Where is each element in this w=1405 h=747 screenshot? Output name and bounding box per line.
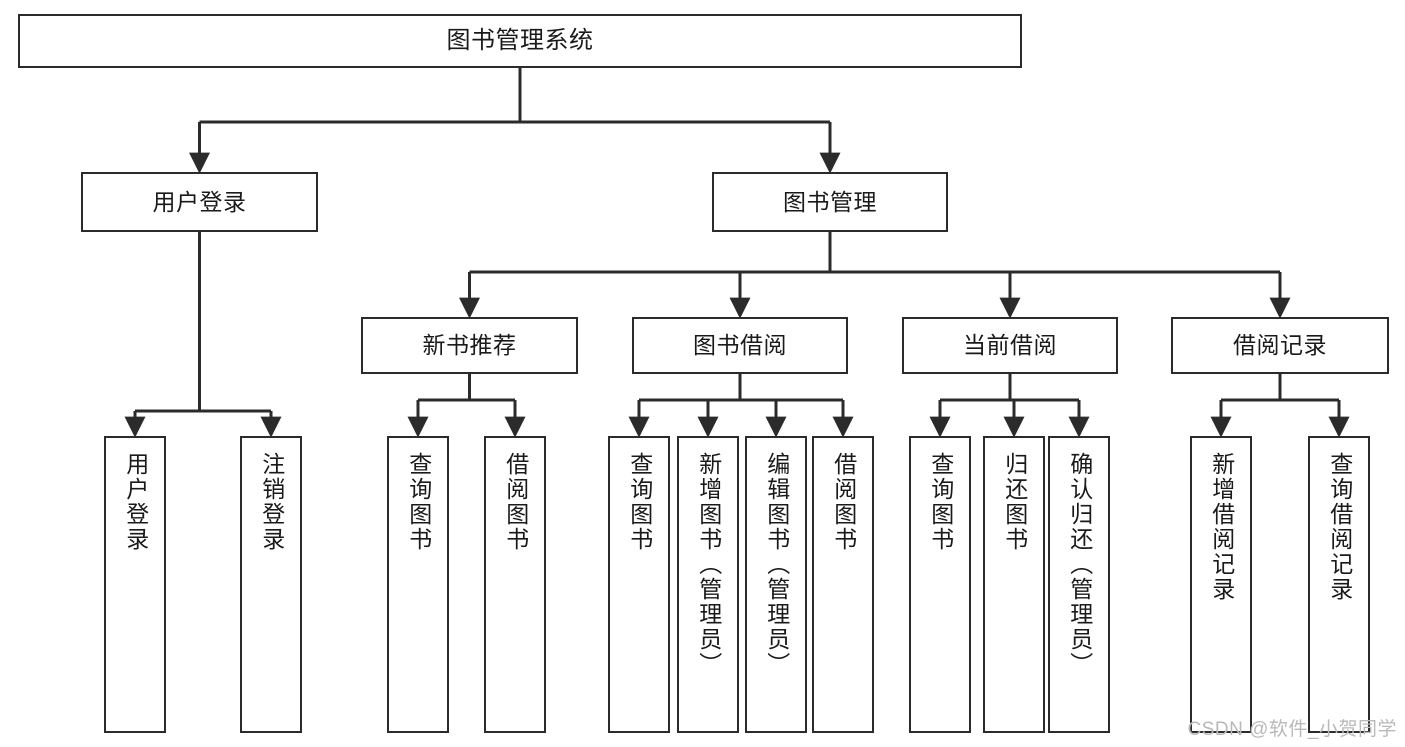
node-label: 用户登录 — [122, 452, 149, 552]
node-label: 确认归还（管理员） — [1066, 452, 1093, 677]
node-l-logout[interactable]: 注销登录 — [240, 436, 302, 733]
node-label: 图书管理系统 — [446, 27, 594, 55]
node-records[interactable]: 借阅记录 — [1171, 317, 1389, 374]
node-label: 注销登录 — [258, 452, 285, 552]
node-label: 新增图书（管理员） — [695, 452, 722, 677]
node-borrow[interactable]: 图书借阅 — [632, 317, 848, 374]
node-label: 查询借阅记录 — [1326, 452, 1353, 602]
node-l-edit[interactable]: 编辑图书（管理员） — [745, 436, 807, 733]
node-bookmgmt[interactable]: 图书管理 — [712, 172, 948, 232]
node-label: 图书借阅 — [693, 332, 787, 359]
node-l-query2[interactable]: 查询图书 — [608, 436, 670, 733]
node-l-addrec[interactable]: 新增借阅记录 — [1190, 436, 1252, 733]
node-label: 图书管理 — [783, 188, 877, 215]
node-newbook[interactable]: 新书推荐 — [361, 317, 578, 374]
node-label: 借阅图书 — [502, 452, 529, 552]
node-label: 借阅记录 — [1233, 332, 1327, 359]
node-l-query1[interactable]: 查询图书 — [387, 436, 449, 733]
node-label: 新增借阅记录 — [1208, 452, 1235, 602]
node-label: 查询图书 — [927, 452, 954, 552]
node-label: 查询图书 — [405, 452, 432, 552]
node-label: 查询图书 — [626, 452, 653, 552]
node-label: 用户登录 — [152, 188, 247, 215]
node-current[interactable]: 当前借阅 — [902, 317, 1118, 374]
node-root[interactable]: 图书管理系统 — [18, 14, 1022, 68]
watermark: CSDN @软件_小贺同学 — [1187, 719, 1397, 740]
node-l-confirm[interactable]: 确认归还（管理员） — [1048, 436, 1110, 733]
node-label: 编辑图书（管理员） — [763, 452, 790, 677]
node-l-login[interactable]: 用户登录 — [104, 436, 166, 733]
node-l-add[interactable]: 新增图书（管理员） — [677, 436, 739, 733]
node-label: 当前借阅 — [963, 332, 1057, 359]
node-l-return[interactable]: 归还图书 — [983, 436, 1045, 733]
node-l-borrow1[interactable]: 借阅图书 — [484, 436, 546, 733]
node-l-query3[interactable]: 查询图书 — [909, 436, 971, 733]
node-label: 归还图书 — [1001, 452, 1028, 552]
node-l-queryrec[interactable]: 查询借阅记录 — [1308, 436, 1370, 733]
node-label: 借阅图书 — [830, 452, 857, 552]
node-login[interactable]: 用户登录 — [81, 172, 318, 232]
node-label: 新书推荐 — [422, 332, 517, 359]
node-l-borrow2[interactable]: 借阅图书 — [812, 436, 874, 733]
